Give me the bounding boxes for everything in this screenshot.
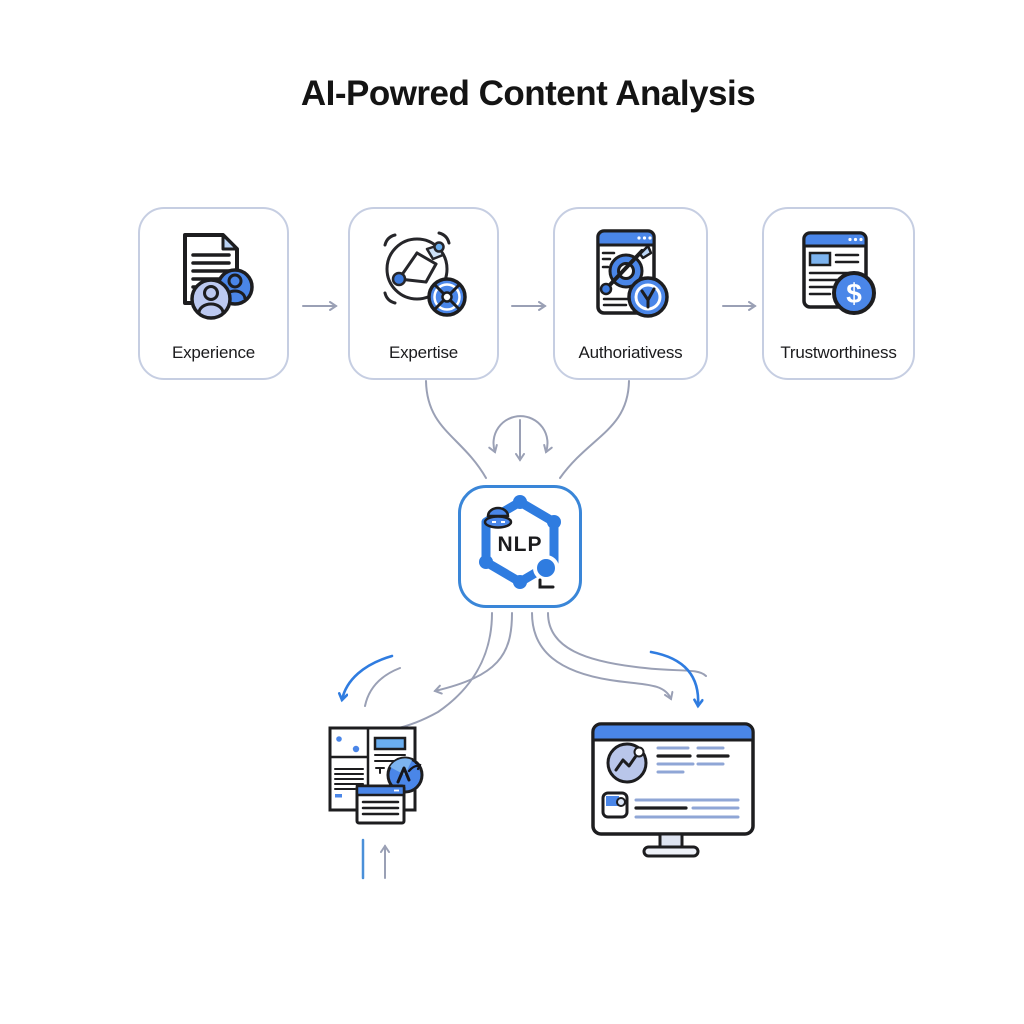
trend-chart-circle bbox=[606, 742, 648, 784]
dollar-badge: $ bbox=[831, 271, 876, 315]
target-link bbox=[599, 244, 652, 296]
analytics-monitor-illustration bbox=[591, 722, 755, 858]
stage-label-expertise: Expertise bbox=[388, 343, 459, 362]
document-users-icon bbox=[182, 233, 254, 320]
profile-card-icon bbox=[601, 791, 629, 819]
arrow-nlp-to-left bbox=[433, 612, 513, 695]
stage-label-experience: Experience bbox=[171, 343, 256, 362]
user-front-avatar bbox=[189, 278, 232, 320]
nlp-label: NLP bbox=[498, 533, 543, 556]
blue-arrow-right bbox=[649, 650, 698, 706]
page-title: AI-Powred Content Analysis bbox=[300, 74, 756, 113]
browser-popup bbox=[355, 784, 406, 825]
stage-label-trustworthiness: Trustworthiness bbox=[780, 343, 897, 362]
curve-expertise-to-nlp bbox=[425, 380, 487, 479]
curve-nlp-to-right-outer bbox=[547, 612, 707, 677]
cycle-arrows-icon bbox=[488, 415, 553, 454]
node-circle bbox=[533, 555, 559, 581]
network-gear-icon bbox=[383, 231, 467, 317]
dollar-glyph: $ bbox=[846, 278, 862, 309]
arrow-nlp-to-right bbox=[531, 612, 674, 701]
curve-nlp-to-left-outer bbox=[393, 612, 493, 730]
stage-label-authoritativeness: Authoriativess bbox=[578, 343, 683, 362]
curve-authoritativeness-to-nlp bbox=[559, 380, 630, 479]
blue-button bbox=[373, 736, 407, 751]
stage-box-experience: Experience bbox=[138, 207, 289, 380]
monitor-header-bar bbox=[591, 722, 755, 742]
webpage-dollar-badge-icon: $ bbox=[801, 231, 876, 315]
stage-box-authoritativeness: Authoriativess bbox=[553, 207, 708, 380]
webpage-target-badge-icon bbox=[595, 229, 669, 318]
bracket-mark bbox=[538, 578, 555, 589]
content-documents-illustration bbox=[328, 726, 424, 825]
gear-wheel bbox=[426, 277, 467, 317]
nlp-box: NLP bbox=[458, 485, 582, 608]
blue-arrow-left bbox=[342, 654, 394, 700]
stage-box-expertise: Expertise bbox=[348, 207, 499, 380]
bug-icon bbox=[483, 506, 513, 529]
hexagon-network-icon: NLP bbox=[479, 495, 561, 589]
monitor-stand-base bbox=[642, 845, 700, 858]
verified-badge bbox=[626, 276, 669, 318]
monitor-stand-neck bbox=[658, 832, 684, 849]
translate-circle-icon bbox=[386, 756, 424, 794]
curve-left-echo bbox=[364, 667, 401, 707]
stage-box-trustworthiness: $ Trustworthiness bbox=[762, 207, 915, 380]
